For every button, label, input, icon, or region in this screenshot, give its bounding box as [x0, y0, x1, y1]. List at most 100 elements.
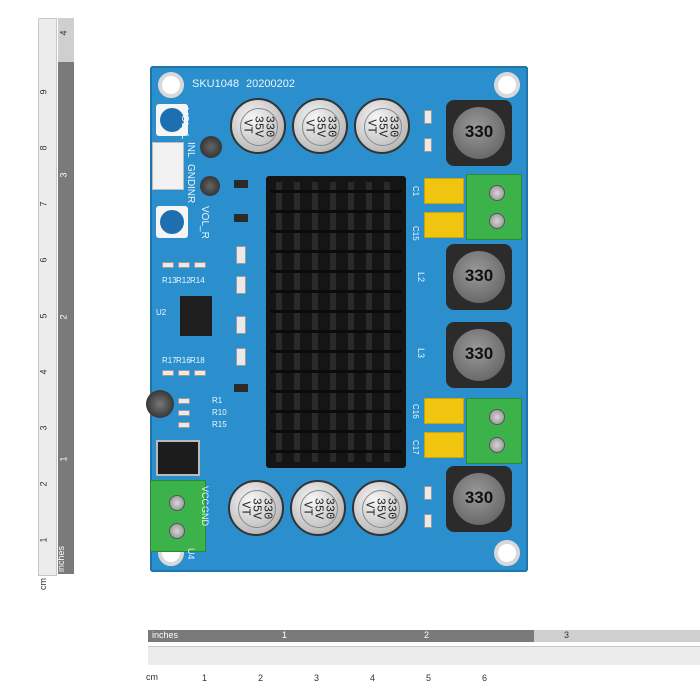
ruler-in-2: 2 — [58, 314, 69, 320]
ruler-in-unit: inches — [56, 545, 67, 573]
diode — [156, 440, 200, 476]
ruler-cm-8: 8 — [38, 145, 49, 151]
heatsink-fin-column — [384, 182, 390, 462]
heatsink-fin-row — [270, 450, 402, 453]
ruler-cm-7: 7 — [38, 201, 49, 207]
small-capacitor — [200, 176, 220, 196]
ruler-cm-6: 6 — [38, 257, 49, 263]
hruler-cm-2: 2 — [258, 673, 264, 683]
ic-chip — [180, 296, 212, 336]
ruler-in-1: 1 — [58, 456, 69, 462]
vertical-cm-ruler: 9 8 7 6 5 4 3 2 1 cm — [38, 18, 57, 590]
input-connector[interactable] — [152, 142, 184, 190]
inductor-l2: 330 — [446, 244, 512, 310]
inductor-l1: 330 — [446, 100, 512, 166]
speaker-terminal-left[interactable] — [466, 174, 522, 240]
heatsink-fin-row — [270, 370, 402, 373]
heatsink-fin-row — [270, 250, 402, 253]
r10-label: R10 — [212, 408, 227, 417]
hruler-cm-5: 5 — [426, 673, 432, 683]
smd-component — [194, 262, 206, 268]
vol-r-label: VOL_R — [199, 206, 210, 239]
heatsink-fin-row — [270, 290, 402, 293]
film-capacitor — [424, 432, 464, 458]
r12-label: R12 — [176, 276, 191, 285]
smd-component — [178, 398, 190, 404]
ruler-cm-2: 2 — [38, 481, 49, 487]
date-label: 20200202 — [246, 78, 295, 90]
heatsink — [266, 176, 406, 468]
smd-component — [424, 486, 432, 500]
heatsink-fin-row — [270, 330, 402, 333]
heatsink-fin-row — [270, 430, 402, 433]
u2-label: U2 — [156, 308, 167, 317]
ruler-cm-4: 4 — [38, 369, 49, 375]
heatsink-fin-row — [270, 310, 402, 313]
small-capacitor — [146, 390, 174, 418]
r14-label: R14 — [190, 276, 205, 285]
l2-label: L2 — [416, 272, 426, 283]
c16-label: C16 — [411, 404, 420, 419]
u4-label: U4 — [186, 548, 196, 560]
heatsink-fin-row — [270, 210, 402, 213]
gnd-label: GND — [185, 164, 196, 187]
r18-label: R18 — [190, 356, 205, 365]
vol-l-label: VOL_L — [179, 108, 190, 140]
smd-component — [178, 410, 190, 416]
power-terminal[interactable] — [150, 480, 206, 552]
inl-label: INL — [185, 142, 196, 158]
smd-component — [194, 370, 206, 376]
ruler-cm-1: 1 — [38, 537, 49, 543]
c15-label: C15 — [411, 226, 420, 241]
inductor-l3: 330 — [446, 322, 512, 388]
inr-label: INR — [185, 186, 196, 204]
ruler-in-3: 3 — [58, 172, 69, 178]
hruler-cm-unit: cm — [146, 672, 158, 682]
heatsink-fin-column — [276, 182, 282, 462]
smd-component — [236, 348, 246, 366]
ruler-cm-5: 5 — [38, 313, 49, 319]
r16-label: R16 — [176, 356, 191, 365]
film-capacitor — [424, 178, 464, 204]
smd-component — [162, 262, 174, 268]
heatsink-fin-column — [294, 182, 300, 462]
heatsink-fin-row — [270, 350, 402, 353]
smd-component — [234, 384, 248, 392]
volume-left-potentiometer[interactable] — [156, 104, 188, 136]
hruler-in-2: 2 — [424, 630, 430, 640]
heatsink-fin-row — [270, 390, 402, 393]
gnd-power-label: GND — [200, 506, 210, 526]
ruler-cm-9: 9 — [38, 89, 49, 95]
smd-component — [236, 276, 246, 294]
vcc-label: VCC — [200, 486, 210, 506]
smd-component — [234, 180, 248, 188]
hruler-cm-1: 1 — [202, 673, 208, 683]
mounting-hole-top-right — [494, 72, 520, 98]
vertical-inch-ruler: 4 3 2 1 inches — [56, 18, 74, 574]
smd-component — [424, 110, 432, 124]
r17-label: R17 — [162, 356, 177, 365]
mounting-hole-top-left — [158, 72, 184, 98]
hruler-cm-6: 6 — [482, 673, 488, 683]
r1-label: R1 — [212, 396, 223, 405]
c1-label: C1 — [411, 186, 420, 197]
smd-component — [424, 514, 432, 528]
speaker-terminal-right[interactable] — [466, 398, 522, 464]
r13-label: R13 — [162, 276, 177, 285]
heatsink-fin-column — [312, 182, 318, 462]
hruler-cm-3: 3 — [314, 673, 320, 683]
mounting-hole-bottom-right — [494, 540, 520, 566]
inductor-l4: 330 — [446, 466, 512, 532]
r15-label: R15 — [212, 420, 227, 429]
smd-component — [178, 422, 190, 428]
l3-label: L3 — [416, 348, 426, 359]
heatsink-fin-column — [330, 182, 336, 462]
volume-right-potentiometer[interactable] — [156, 206, 188, 238]
heatsink-fin-row — [270, 270, 402, 273]
